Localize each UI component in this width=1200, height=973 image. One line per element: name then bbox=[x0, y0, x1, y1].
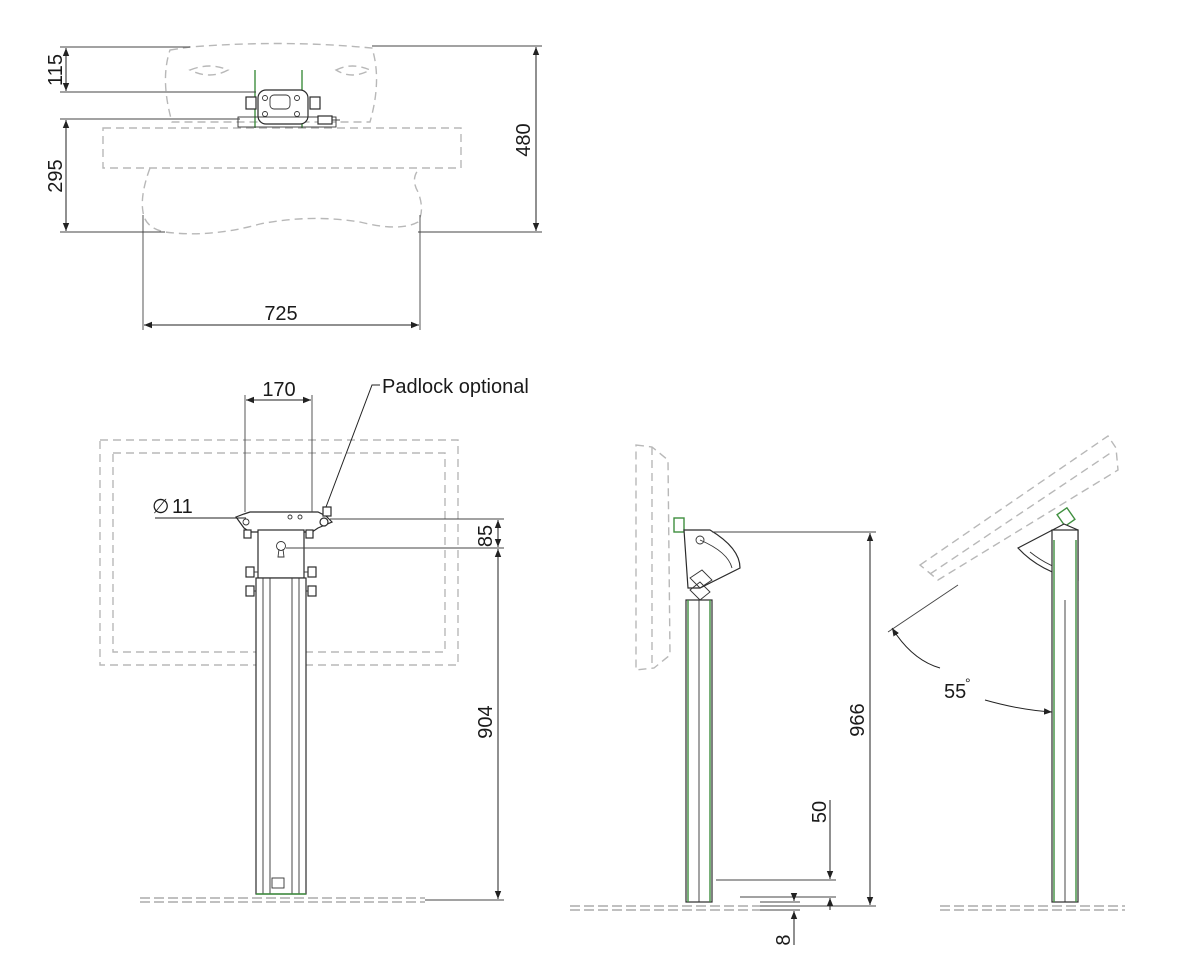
top-view-handle-right bbox=[334, 65, 372, 76]
tilted-view-floor bbox=[940, 905, 1125, 911]
diameter-symbol: ∅ bbox=[152, 496, 169, 518]
top-view: 115 295 480 725 bbox=[45, 42, 542, 330]
top-view-monitor-outline bbox=[164, 42, 378, 123]
dim-480: 480 bbox=[513, 123, 535, 156]
dim-8: 8 bbox=[773, 934, 795, 945]
dim-85: 85 bbox=[475, 525, 497, 547]
angle-value: 55 bbox=[944, 681, 966, 703]
degree-symbol: ° bbox=[965, 675, 971, 691]
front-view-column bbox=[255, 577, 307, 895]
dim-966: 966 bbox=[847, 703, 869, 736]
front-view-bracket-head bbox=[235, 506, 334, 539]
side-view-bracket bbox=[673, 517, 741, 601]
top-view-handle-left bbox=[188, 65, 230, 76]
dim-725: 725 bbox=[264, 303, 297, 325]
top-view-lower-body bbox=[141, 167, 423, 235]
dim-11: 11 bbox=[172, 496, 193, 518]
keyhole-icon bbox=[276, 541, 286, 558]
top-view-shelf bbox=[102, 127, 462, 169]
dim-904: 904 bbox=[475, 705, 497, 738]
diameter-dimension: ∅ 11 bbox=[152, 496, 193, 518]
dim-295: 295 bbox=[45, 159, 67, 192]
front-view: 170 Padlock optional ∅ 11 85 904 bbox=[99, 376, 529, 903]
front-view-mount-plate bbox=[257, 529, 305, 579]
front-view-floor bbox=[140, 897, 425, 903]
side-view-column bbox=[685, 599, 713, 903]
side-view-floor bbox=[570, 905, 760, 911]
tilted-view: 55 ° bbox=[887, 435, 1125, 911]
padlock-leader bbox=[325, 384, 380, 508]
dim-50: 50 bbox=[809, 801, 831, 823]
side-view: 966 50 8 bbox=[570, 444, 876, 946]
tilted-view-column bbox=[1051, 529, 1079, 903]
dim-115: 115 bbox=[45, 54, 67, 86]
angle-label: 55 ° bbox=[944, 675, 971, 703]
dim-170: 170 bbox=[262, 379, 295, 401]
angle-arc bbox=[891, 627, 941, 669]
front-view-knobs bbox=[245, 566, 317, 597]
tilted-view-monitor bbox=[918, 435, 1119, 581]
side-view-monitor bbox=[635, 444, 671, 671]
padlock-optional-label: Padlock optional bbox=[382, 376, 529, 398]
top-view-mount-bracket bbox=[237, 70, 340, 128]
